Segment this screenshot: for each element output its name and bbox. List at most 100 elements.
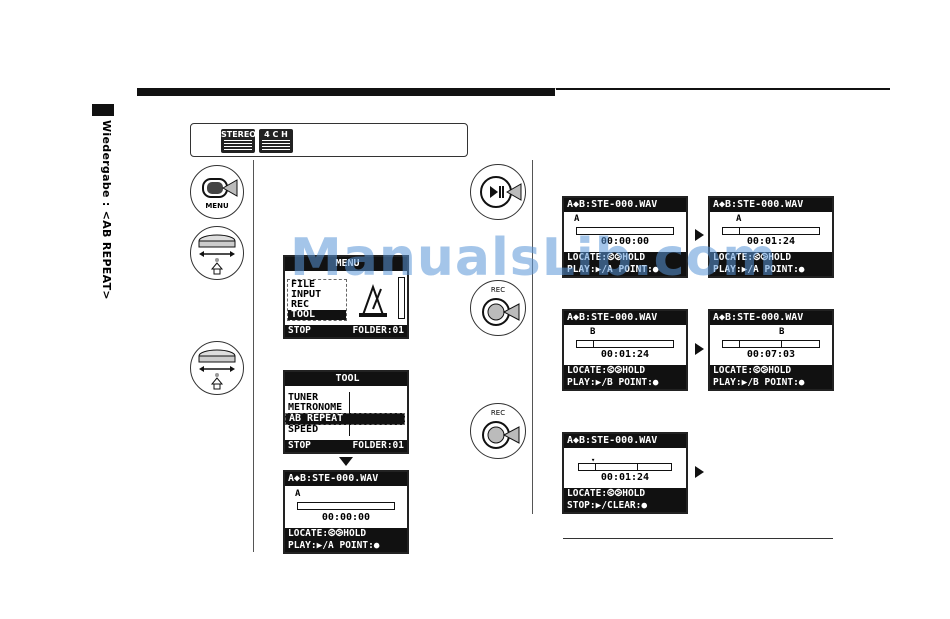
- header-line: [556, 88, 890, 90]
- header-bar: [137, 88, 555, 96]
- locate-line: LOCATE:⧀⧁HOLD: [567, 252, 646, 263]
- tool-item-ab-repeat[interactable]: AB REPEAT: [285, 413, 405, 425]
- play-line: PLAY:▶/A POINT:●: [567, 264, 659, 275]
- lcd-ab-screen-r1: A◆B:STE-000.WAV A 00:00:00 LOCATE:⧀⧁HOLD…: [562, 196, 688, 278]
- time-readout: 00:01:24: [600, 349, 650, 360]
- tool-item-metronome[interactable]: METRONOME: [288, 402, 343, 413]
- four-ch-badge: 4 C H: [259, 129, 293, 153]
- menu-item-rec[interactable]: REC: [291, 299, 310, 310]
- stop-line: STOP:▶/CLEAR:●: [567, 500, 648, 511]
- lcd-menu-scrollbar: [398, 277, 405, 319]
- locate-line: LOCATE:⧀⧁HOLD: [567, 365, 646, 376]
- side-tab-marker: [92, 104, 114, 116]
- lcd-footer: LOCATE:⧀⧁HOLD PLAY:▶/B POINT:●: [564, 365, 686, 389]
- lcd-ab-screen-r4: A◆B:STE-000.WAV B 00:07:03 LOCATE:⧀⧁HOLD…: [708, 309, 834, 391]
- lcd-tool-list: TUNER METRONOME AB REPEAT SPEED: [285, 393, 405, 435]
- header-bar-tip: [540, 88, 556, 96]
- lcd-footer: LOCATE:⧀⧁HOLD PLAY:▶/A POINT:●: [285, 528, 407, 552]
- lcd-tool-divider: [349, 392, 350, 436]
- menu-button-step[interactable]: MENU: [190, 165, 244, 219]
- rec-button-step-2[interactable]: REC: [470, 403, 526, 459]
- stereo-badge-label: STEREO: [221, 130, 257, 139]
- b-point-mark: [781, 341, 782, 347]
- play-line: PLAY:▶/B POINT:●: [713, 377, 805, 388]
- play-line: PLAY:▶/B POINT:●: [567, 377, 659, 388]
- a-marker: A: [736, 214, 742, 224]
- lcd-tool-footer: STOP FOLDER:01: [285, 440, 407, 452]
- right-arrow-icon: [695, 229, 704, 241]
- stereo-badge-icon: [224, 140, 252, 150]
- play-pause-button-step[interactable]: [470, 164, 526, 220]
- b-marker: B: [590, 327, 596, 337]
- time-readout: 00:00:00: [321, 512, 371, 523]
- lcd-footer: LOCATE:⧀⧁HOLD PLAY:▶/B POINT:●: [710, 365, 832, 389]
- metronome-icon: [359, 284, 387, 317]
- a-point-mark: [595, 464, 596, 470]
- lcd-menu-screen: MENU FILE INPUT REC TOOL STOP FOLDER:01: [283, 255, 409, 339]
- lcd-ab-screen-r5: A◆B:STE-000.WAV ▾ 00:01:24 LOCATE:⧀⧁HOLD…: [562, 432, 688, 514]
- lcd-header: A◆B:STE-000.WAV: [710, 311, 832, 325]
- lcd-footer: LOCATE:⧀⧁HOLD PLAY:▶/A POINT:●: [710, 252, 832, 276]
- lcd-header: A◆B:STE-000.WAV: [564, 434, 686, 448]
- down-arrow-icon: [339, 457, 353, 466]
- rec-button-icon: [482, 421, 520, 449]
- time-readout: 00:01:24: [746, 236, 796, 247]
- a-point-mark: [593, 341, 594, 347]
- b-point-mark: [637, 464, 638, 470]
- tool-item-speed[interactable]: SPEED: [288, 424, 319, 435]
- play-line: PLAY:▶/A POINT:●: [288, 540, 380, 551]
- locate-line: LOCATE:⧀⧁HOLD: [713, 252, 792, 263]
- lcd-tool-title: TOOL: [285, 372, 407, 386]
- four-ch-badge-label: 4 C H: [264, 130, 288, 139]
- lcd-header: A◆B:STE-000.WAV: [285, 472, 407, 486]
- side-section-label: Wiedergabe : <AB REPEAT>: [100, 120, 113, 300]
- a-point-mark: [739, 341, 740, 347]
- progress-bar: [722, 227, 820, 235]
- a-marker: A: [295, 489, 301, 499]
- time-readout: 00:01:24: [600, 472, 650, 483]
- lcd-menu-footer: STOP FOLDER:01: [285, 325, 407, 337]
- mode-box: STEREO 4 C H: [190, 123, 468, 157]
- menu-item-file[interactable]: FILE: [291, 279, 316, 290]
- locate-line: LOCATE:⧀⧁HOLD: [567, 488, 646, 499]
- watermark: ManualsLib.com: [290, 228, 778, 288]
- progress-bar: [578, 463, 672, 471]
- folder-label: FOLDER:01: [352, 440, 404, 451]
- tool-item-tuner[interactable]: TUNER: [288, 392, 319, 403]
- stereo-badge: STEREO: [221, 129, 257, 153]
- play-line: PLAY:▶/A POINT:●: [713, 264, 805, 275]
- rec-button-icon: [482, 298, 520, 326]
- lcd-tool-screen: TOOL TUNER METRONOME AB REPEAT SPEED STO…: [283, 370, 409, 454]
- play-pause-icon: [480, 176, 522, 208]
- lcd-footer: LOCATE:⧀⧁HOLD PLAY:▶/A POINT:●: [564, 252, 686, 276]
- progress-bar: [297, 502, 395, 510]
- rec-button-step-1[interactable]: REC: [470, 280, 526, 336]
- time-readout: 00:00:00: [600, 236, 650, 247]
- lcd-header: A◆B:STE-000.WAV: [710, 198, 832, 212]
- progress-bar: [576, 340, 674, 348]
- progress-bar: [576, 227, 674, 235]
- column-divider-right: [532, 160, 533, 514]
- time-readout: 00:07:03: [746, 349, 796, 360]
- lcd-ab-screen-r3: A◆B:STE-000.WAV B 00:01:24 LOCATE:⧀⧁HOLD…: [562, 309, 688, 391]
- bottom-rule: [563, 538, 833, 539]
- lcd-ab-screen-start: A◆B:STE-000.WAV A 00:00:00 LOCATE:⧀⧁HOLD…: [283, 470, 409, 554]
- dial-icon: [198, 234, 236, 275]
- dial-icon: [198, 349, 236, 390]
- menu-item-input[interactable]: INPUT: [291, 289, 322, 300]
- rec-button-label: REC: [490, 286, 506, 294]
- dial-step-2[interactable]: [190, 341, 244, 395]
- right-arrow-icon: [695, 343, 704, 355]
- loop-start-marker: ▾: [591, 456, 596, 464]
- right-arrow-icon: [695, 466, 704, 478]
- menu-button-icon: [202, 178, 238, 198]
- stop-label: STOP: [288, 440, 311, 451]
- a-point-mark: [739, 228, 740, 234]
- menu-item-tool[interactable]: TOOL: [288, 310, 346, 320]
- dial-step-1[interactable]: [190, 226, 244, 280]
- progress-bar: [722, 340, 820, 348]
- lcd-menu-list: FILE INPUT REC TOOL: [287, 279, 347, 321]
- column-divider-left: [253, 160, 254, 552]
- lcd-header: A◆B:STE-000.WAV: [564, 198, 686, 212]
- locate-line: LOCATE:⧀⧁HOLD: [713, 365, 792, 376]
